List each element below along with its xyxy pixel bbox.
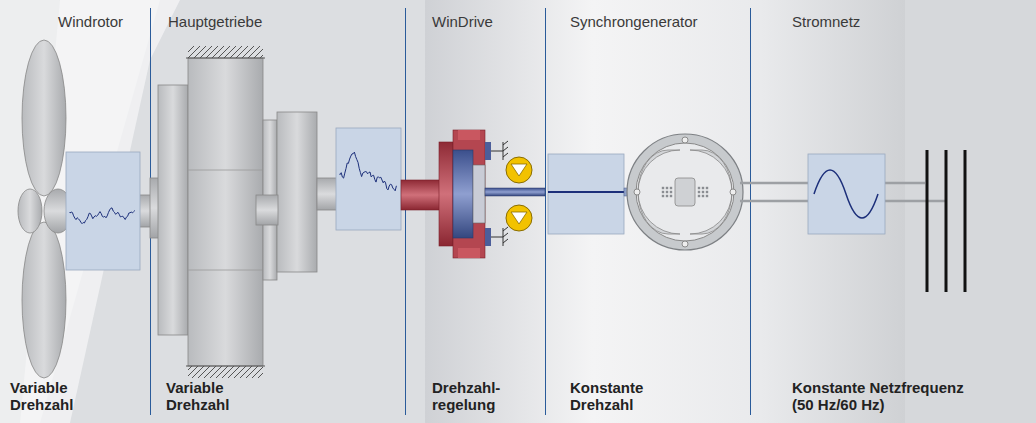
speed-note: Variable Drehzahl xyxy=(10,379,92,413)
column-heading: Synchrongenerator xyxy=(570,13,698,30)
speed-note: Konstante Drehzahl xyxy=(570,379,660,413)
column-heading: Windrotor xyxy=(58,13,123,30)
gearbox xyxy=(150,46,401,378)
frequency-note: Konstante Netzfrequenz (50 Hz/60 Hz) xyxy=(792,379,978,413)
generator xyxy=(548,134,743,250)
column-heading: WinDrive xyxy=(432,13,493,30)
rotor xyxy=(18,40,155,378)
speed-note: Variable Drehzahl xyxy=(166,379,248,413)
windrive-unit xyxy=(401,130,545,258)
speed-note: Drehzahl- regelung xyxy=(432,379,514,413)
column-heading: Hauptgetriebe xyxy=(168,13,262,30)
column-heading: Stromnetz xyxy=(792,13,860,30)
grid-connection xyxy=(740,150,965,292)
